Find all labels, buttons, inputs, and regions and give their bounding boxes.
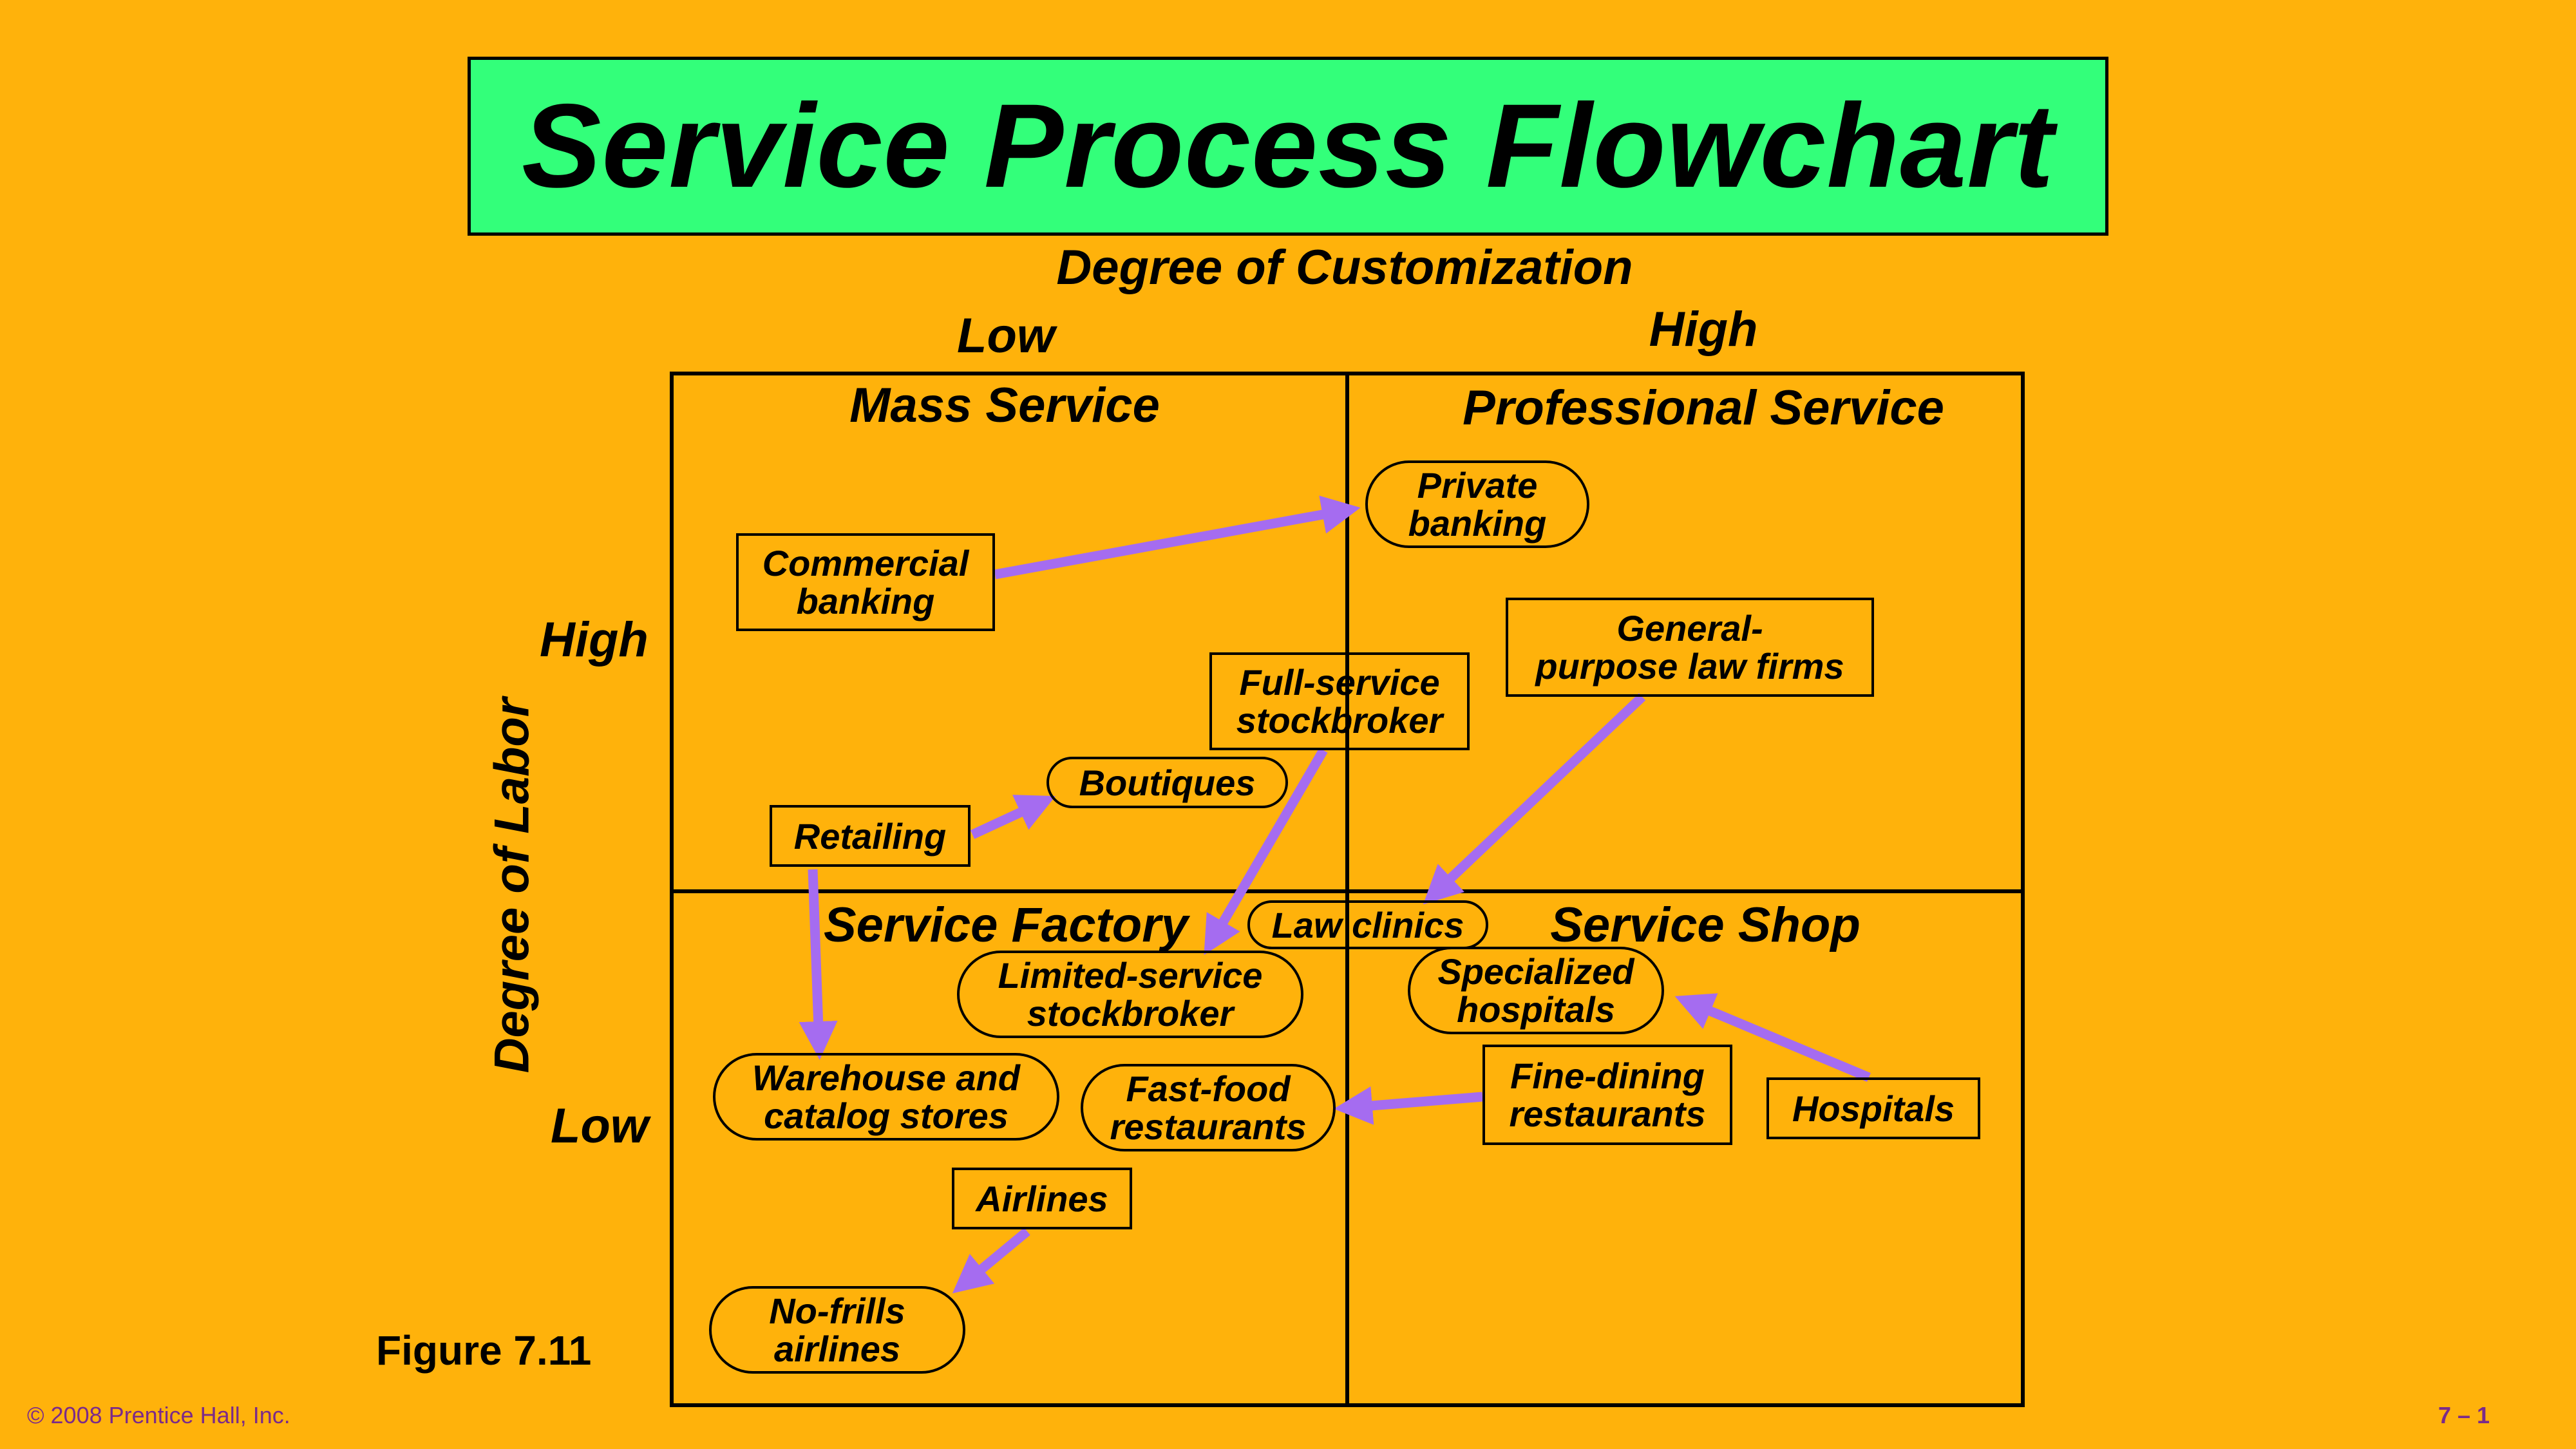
node-general-purpose-law-firms: General- purpose law firms [1506, 598, 1874, 697]
node-fine-dining-restaurants: Fine-dining restaurants [1482, 1045, 1732, 1145]
node-hospitals: Hospitals [1766, 1077, 1980, 1139]
node-limited-service-stockbroker: Limited-service stockbroker [957, 951, 1303, 1038]
node-boutiques: Boutiques [1046, 757, 1288, 808]
arrow-retailing-to-boutiques [970, 795, 1056, 839]
node-airlines: Airlines [952, 1168, 1132, 1229]
node-specialized-hospitals: Specialized hospitals [1408, 947, 1664, 1034]
slide-number: 7 – 1 [2438, 1402, 2490, 1428]
quadrant-professional-service: Professional Service [1463, 381, 1944, 435]
x-axis-low-label: Low [957, 308, 1055, 363]
quadrant-mass-service: Mass Service [849, 378, 1160, 433]
copyright-text: © 2008 Prentice Hall, Inc. [27, 1402, 290, 1428]
x-axis-high-label: High [1649, 302, 1758, 357]
page-title: Service Process Flowchart [522, 80, 2054, 213]
arrow-airlines-to-nofrills [952, 1227, 1030, 1294]
node-warehouse-catalog-stores: Warehouse and catalog stores [713, 1053, 1059, 1141]
y-axis-high-label: High [540, 612, 649, 667]
y-axis-low-label: Low [551, 1099, 649, 1153]
arrow-commercial-to-private-banking [994, 495, 1361, 580]
quadrant-service-shop: Service Shop [1550, 898, 1861, 952]
node-fast-food-restaurants: Fast-food restaurants [1081, 1064, 1336, 1151]
arrow-hospitals-to-specialized [1674, 993, 1871, 1082]
arrow-retailing-to-warehouse [799, 869, 838, 1060]
node-private-banking: Private banking [1365, 460, 1589, 548]
node-full-service-stockbroker: Full-service stockbroker [1209, 652, 1470, 750]
arrow-lawfirms-to-lawclinics [1423, 693, 1646, 905]
arrow-finedining-to-fastfood [1334, 1086, 1483, 1125]
node-commercial-banking: Commercial banking [736, 533, 995, 631]
x-axis-title: Degree of Customization [1056, 240, 1633, 295]
figure-label: Figure 7.11 [376, 1327, 592, 1374]
quadrant-service-factory: Service Factory [823, 898, 1189, 952]
title-box: Service Process Flowchart [468, 57, 2108, 236]
node-no-frills-airlines: No-frills airlines [709, 1286, 965, 1374]
node-retailing: Retailing [770, 805, 971, 867]
arrow-fullservice-to-limited-stockbroker [1204, 748, 1328, 956]
node-law-clinics: Law clinics [1247, 900, 1488, 949]
